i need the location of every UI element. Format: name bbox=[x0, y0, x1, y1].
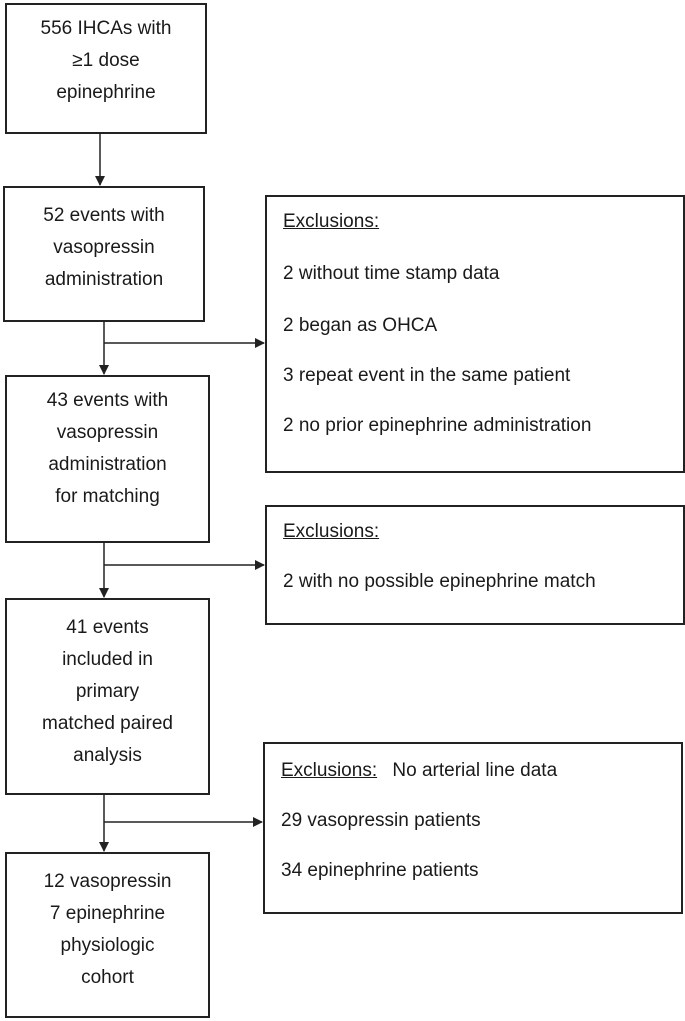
exclusions-header: Exclusions: bbox=[281, 760, 378, 781]
box-line: 43 events with bbox=[46, 390, 169, 411]
box-line: vasopressin bbox=[53, 237, 155, 258]
box-line: ≥1 dose bbox=[72, 50, 140, 71]
exclusions-box-2: Exclusions: 2 with no possible epinephri… bbox=[265, 505, 685, 625]
box-line: cohort bbox=[81, 967, 134, 988]
box-line: administration bbox=[44, 269, 164, 290]
exclusions-header: Exclusions: bbox=[283, 211, 380, 232]
exclusion-item: 2 no prior epinephrine administration bbox=[283, 415, 592, 436]
exclusion-item: 2 without time stamp data bbox=[283, 263, 500, 284]
box-line: 7 epinephrine bbox=[49, 903, 166, 924]
exclusions-box-3: Exclusions: No arterial line data 29 vas… bbox=[263, 742, 683, 914]
exclusions-header-suffix: No arterial line data bbox=[392, 760, 558, 781]
exclusions-box-1: Exclusions: 2 without time stamp data 2 … bbox=[265, 195, 685, 473]
box-line: matched paired bbox=[42, 713, 173, 734]
box-initial-ihcas: 556 IHCAs with ≥1 dose epinephrine bbox=[5, 3, 207, 134]
exclusion-item: 3 repeat event in the same patient bbox=[283, 365, 571, 386]
exclusion-item: 34 epinephrine patients bbox=[281, 860, 479, 881]
box-line: included in bbox=[62, 649, 153, 670]
box-primary-analysis: 41 events included in primary matched pa… bbox=[5, 598, 210, 795]
box-line: administration bbox=[48, 454, 167, 475]
exclusions-header: Exclusions: bbox=[283, 521, 380, 542]
box-line: vasopressin bbox=[56, 422, 159, 443]
box-line: epinephrine bbox=[56, 82, 156, 103]
exclusion-item: 29 vasopressin patients bbox=[281, 810, 481, 831]
box-line: 556 IHCAs with bbox=[40, 18, 172, 39]
box-line: analysis bbox=[73, 745, 142, 766]
box-line: primary bbox=[75, 681, 140, 702]
exclusion-item: 2 began as OHCA bbox=[283, 315, 438, 336]
box-line: 41 events bbox=[66, 617, 149, 638]
box-line: physiologic bbox=[60, 935, 155, 956]
box-matching-events: 43 events with vasopressin administratio… bbox=[5, 375, 210, 543]
exclusion-item: 2 with no possible epinephrine match bbox=[283, 571, 596, 592]
box-physiologic-cohort: 12 vasopressin 7 epinephrine physiologic… bbox=[5, 852, 210, 1018]
box-line: 12 vasopressin bbox=[43, 871, 172, 892]
box-vasopressin-events: 52 events with vasopressin administratio… bbox=[3, 186, 205, 322]
exclusions-header-row: Exclusions: No arterial line data bbox=[281, 760, 557, 782]
box-line: for matching bbox=[55, 486, 160, 507]
box-line: 52 events with bbox=[43, 205, 165, 226]
